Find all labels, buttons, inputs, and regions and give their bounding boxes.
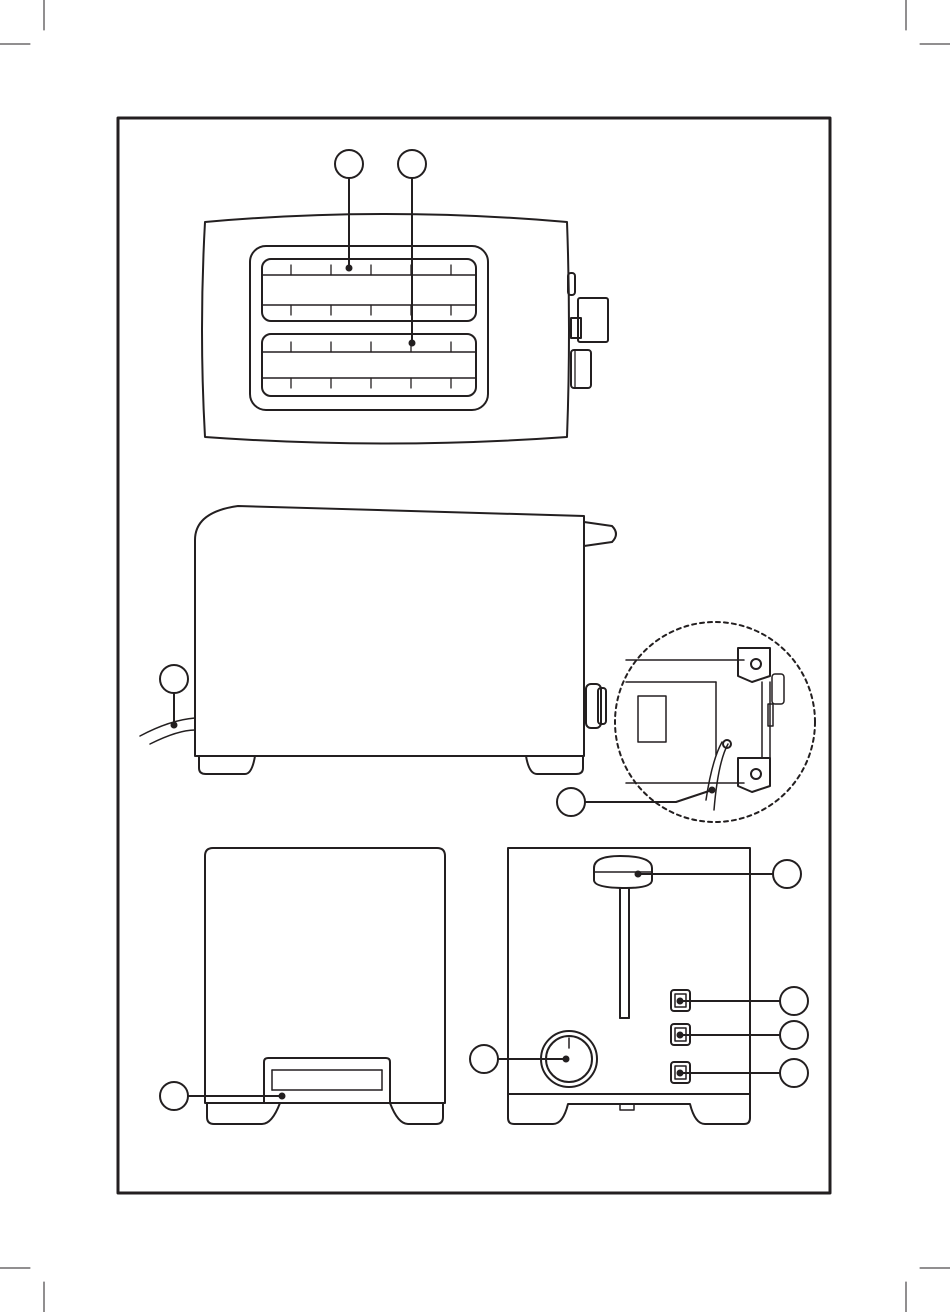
callout-lever bbox=[773, 860, 801, 888]
toaster-top-view bbox=[202, 150, 608, 444]
callout-button-1 bbox=[780, 987, 808, 1015]
front-base bbox=[508, 1094, 750, 1124]
callout-browning-dial bbox=[470, 1045, 498, 1073]
bread-slot-1 bbox=[262, 259, 476, 321]
toaster-back-view bbox=[160, 848, 445, 1124]
top-side-dial bbox=[571, 350, 591, 388]
top-side-lever bbox=[578, 298, 608, 342]
power-cord bbox=[140, 718, 195, 744]
back-foot-right bbox=[390, 1103, 443, 1124]
slot-surround bbox=[250, 246, 488, 410]
figure-frame bbox=[118, 118, 830, 1193]
side-lever-tip bbox=[584, 522, 616, 546]
callout-button-3 bbox=[780, 1059, 808, 1087]
side-foot-left bbox=[199, 756, 255, 774]
side-body bbox=[195, 506, 584, 756]
callout-bread-slot-1 bbox=[335, 150, 363, 178]
callout-bread-slot-2 bbox=[398, 150, 426, 178]
detail-label-plate bbox=[638, 696, 666, 742]
detail-bracket-bottom bbox=[738, 758, 770, 792]
slot-1-ribs bbox=[291, 265, 451, 315]
detail-zoom-circle bbox=[615, 622, 815, 822]
callout-cord-storage bbox=[557, 788, 585, 816]
callout-power-cord bbox=[160, 665, 188, 693]
bread-slot-2 bbox=[262, 334, 476, 396]
side-foot-right bbox=[526, 756, 583, 774]
cord-storage-detail bbox=[557, 622, 815, 822]
detail-cord bbox=[706, 742, 728, 810]
callout-button-2 bbox=[780, 1021, 808, 1049]
back-body bbox=[205, 848, 445, 1103]
toaster-side-view bbox=[140, 506, 616, 774]
back-foot-left bbox=[207, 1103, 280, 1124]
top-side-lever-stem bbox=[571, 318, 581, 338]
callout-crumb-tray bbox=[160, 1082, 188, 1110]
detail-bracket-top bbox=[738, 648, 770, 682]
slot-2-ribs bbox=[291, 342, 451, 388]
toaster-front-view bbox=[470, 848, 808, 1124]
